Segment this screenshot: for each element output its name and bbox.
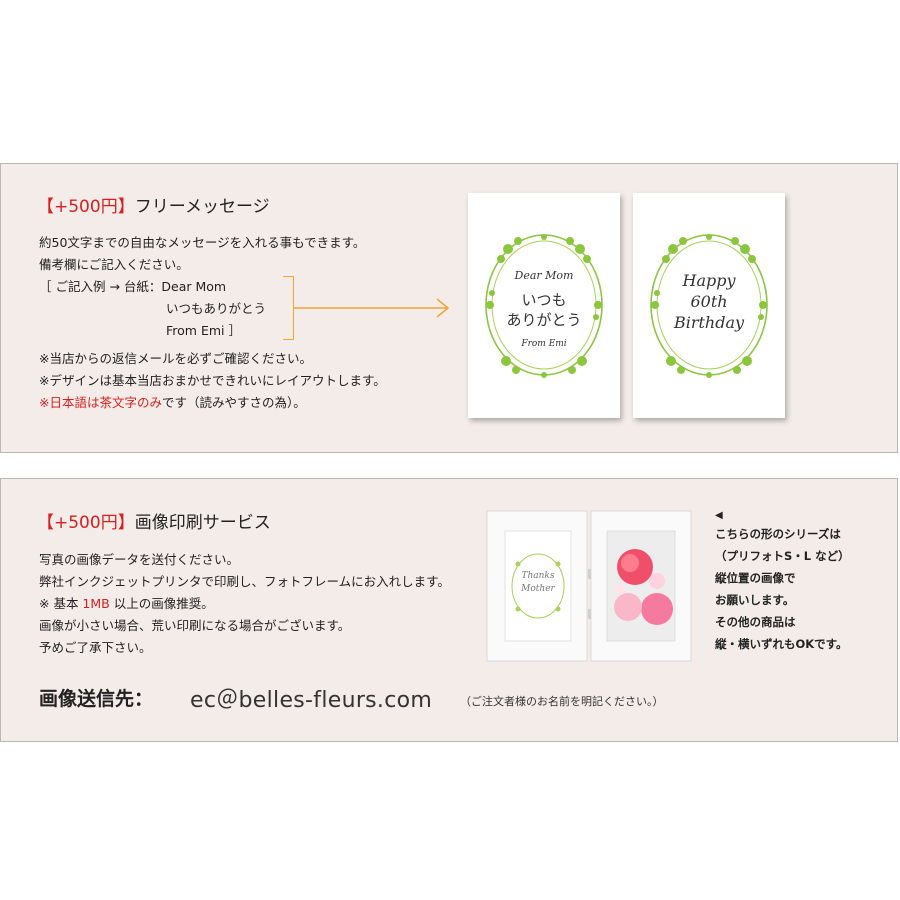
note-line: ※日本語は茶文字のみです（読みやすさの為）。: [39, 392, 306, 414]
card-from-text: From Emi: [521, 339, 567, 349]
example-line: いつもありがとう: [166, 301, 267, 316]
wreath-icon: [650, 234, 768, 378]
frame-card-text: Thanks: [521, 571, 555, 581]
price-label: 【+500円】: [37, 513, 135, 533]
email-note: （ご注文者様のお名前を明記ください。）: [460, 695, 664, 708]
card-dear-text: Dear Mom: [514, 269, 574, 282]
free-message-heading: 【+500円】フリーメッセージ: [37, 192, 270, 217]
description-line: ※ 基本 1MB 以上の画像推奨。: [39, 593, 214, 615]
description-line: 備考欄にご記入ください。: [39, 257, 189, 272]
email-address-link[interactable]: ec＠belles-fleurs.com: [190, 688, 433, 713]
note-line: 縦位置の画像で: [715, 571, 796, 585]
note-line: お願いします。: [715, 593, 795, 607]
card-birthday-text: Birthday: [673, 313, 745, 332]
example-line: From Emi ］: [166, 323, 241, 338]
frame-orientation-note: ◀ こちらの形のシリーズは （プリフォトS・L など） 縦位置の画像で お願いし…: [715, 509, 850, 655]
note-line: こちらの形のシリーズは: [715, 527, 841, 541]
note-line: ※デザインは基本当店おまかせできれいにレイアウトします。: [39, 373, 386, 388]
card-message-line: いつも: [521, 291, 567, 309]
note-line: 縦・横いずれもOKです。: [715, 637, 848, 651]
description-line: 約50文字までの自由なメッセージを入れる事もできます。: [39, 235, 366, 250]
arrow-right-icon: [293, 298, 450, 318]
example-line: ［ ご記入例 → 台紙：Dear Mom: [39, 279, 227, 294]
frame-card-text: Mother: [521, 584, 555, 594]
note-line: （プリフォトS・L など）: [715, 549, 850, 563]
free-message-panel: 【+500円】フリーメッセージ 約50文字までの自由なメッセージを入れる事もでき…: [0, 163, 898, 453]
note-line: その他の商品は: [715, 615, 796, 629]
image-print-heading: 【+500円】画像印刷サービス: [37, 508, 271, 533]
birthday-card-sample: Happy 60th Birthday: [633, 193, 785, 418]
note-text: 以上の画像推奨。: [109, 596, 214, 611]
description-line: 画像が小さい場合、荒い印刷になる場合がございます。: [39, 618, 351, 633]
description-line: 弊社インクジェットプリンタで印刷し、フォトフレームにお入れします。: [39, 574, 450, 589]
image-print-panel: 【+500円】画像印刷サービス 写真の画像データを送付ください。 弊社インクジェ…: [0, 478, 898, 742]
note-line: ※当店からの返信メールを必ずご確認ください。: [39, 351, 312, 366]
wreath-icon: [485, 234, 603, 378]
note-red-text: ※日本語は茶文字のみ: [39, 395, 162, 410]
size-red-text: 1MB: [82, 596, 110, 611]
price-label: 【+500円】: [37, 197, 135, 217]
heading-title: 画像印刷サービス: [134, 513, 271, 533]
email-label: 画像送信先：: [39, 688, 154, 710]
note-text: ※ 基本: [39, 596, 83, 611]
card-message-line: ありがとう: [506, 311, 582, 329]
note-text: です（読みやすさの為）。: [161, 395, 306, 410]
card-60th-text: 60th: [690, 292, 728, 311]
arrow-left-icon: ◀: [715, 510, 723, 521]
photo-frame-image: Thanks Mother: [485, 509, 695, 667]
description-line: 写真の画像データを送付ください。: [39, 552, 240, 567]
message-card-sample: Dear Mom いつも ありがとう From Emi: [468, 193, 620, 418]
card-happy-text: Happy: [682, 271, 736, 290]
heading-title: フリーメッセージ: [134, 197, 270, 217]
description-line: 予めご了承下さい。: [39, 640, 152, 655]
